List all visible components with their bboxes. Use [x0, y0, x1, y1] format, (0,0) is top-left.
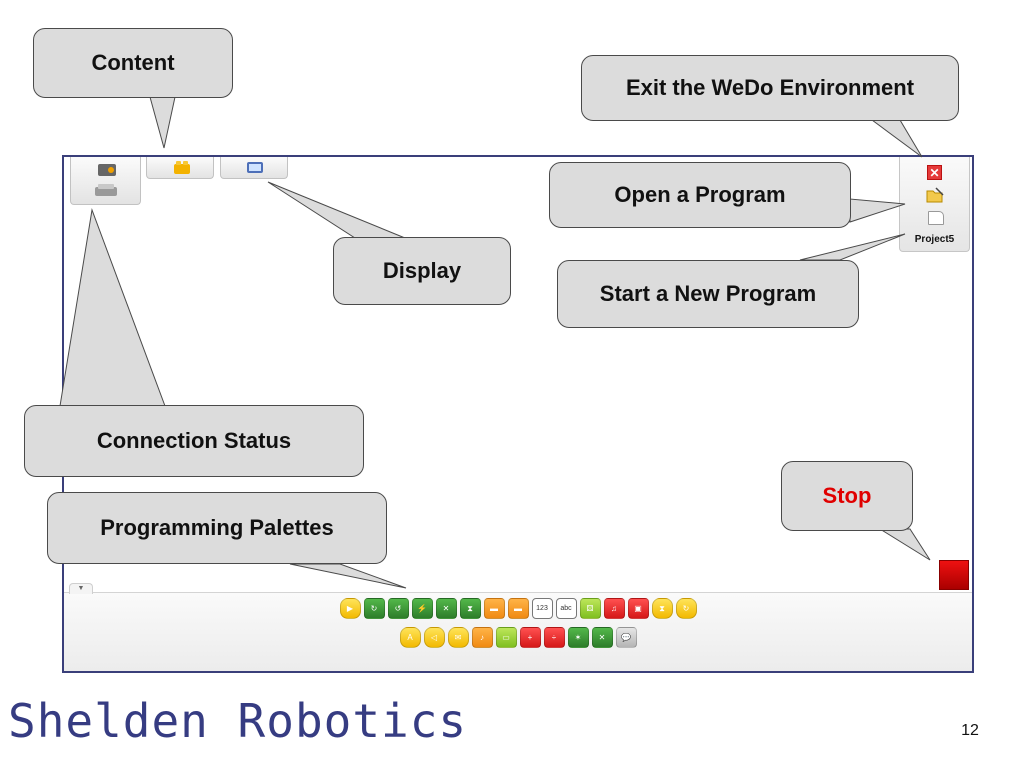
light-off-icon[interactable]: ✕ [591, 627, 613, 648]
motion-sensor-icon[interactable]: ▬ [507, 598, 529, 619]
exit-callout: Exit the WeDo Environment [581, 55, 959, 121]
motor-off-icon[interactable]: ✕ [435, 598, 457, 619]
start-play-icon[interactable]: ▶ [339, 598, 361, 619]
palette-row-2: A◁✉♪▭+÷✶✕💬 [64, 627, 972, 648]
text-input-icon[interactable]: abc [555, 598, 577, 619]
sound-sensor-icon[interactable]: ♪ [471, 627, 493, 648]
start-on-key-icon[interactable]: A [399, 627, 421, 648]
content-callout-tail [149, 96, 176, 149]
content-tab[interactable] [146, 157, 214, 179]
lego-brick-icon [174, 161, 190, 174]
palettes-callout: Programming Palettes [47, 492, 387, 564]
connection-callout: Connection Status [24, 405, 364, 477]
project-name: Project5 [914, 234, 955, 245]
open-folder-icon[interactable] [926, 187, 944, 203]
brand-logo: Shelden Robotics [8, 694, 468, 748]
play-sound-icon[interactable]: ♫ [603, 598, 625, 619]
motor-that-way-icon[interactable]: ↺ [387, 598, 409, 619]
random-icon[interactable]: ⚄ [579, 598, 601, 619]
motor-on-for-icon[interactable]: ⧗ [459, 598, 481, 619]
motor-this-way-icon[interactable]: ↻ [363, 598, 385, 619]
stop-button[interactable] [939, 560, 969, 590]
display-add-icon[interactable]: + [519, 627, 541, 648]
project-panel: ✕ Project5 [899, 157, 970, 252]
display-subtract-icon[interactable]: ÷ [543, 627, 565, 648]
connection-hub-icon [95, 164, 117, 196]
open-callout: Open a Program [549, 162, 851, 228]
start-on-sensor-icon[interactable]: ◁ [423, 627, 445, 648]
send-message-icon[interactable]: 💬 [615, 627, 637, 648]
tilt-sensor-icon[interactable]: ▬ [483, 598, 505, 619]
new-program-callout: Start a New Program [557, 260, 859, 328]
display-icon[interactable]: ▭ [495, 627, 517, 648]
exit-callout-tail [870, 119, 923, 158]
display-background-icon[interactable]: ▣ [627, 598, 649, 619]
display-tab[interactable] [220, 157, 288, 179]
exit-button[interactable]: ✕ [927, 165, 942, 180]
wait-for-icon[interactable]: ⧗ [651, 598, 673, 619]
content-callout: Content [33, 28, 233, 98]
display-screen-icon [247, 162, 263, 173]
palette-collapse-tab[interactable]: ▼ [69, 583, 93, 594]
motor-power-icon[interactable]: ⚡ [411, 598, 433, 619]
stop-callout: Stop [781, 461, 913, 531]
number-input-icon[interactable]: 123 [531, 598, 553, 619]
connection-status-tab[interactable] [70, 157, 141, 205]
light-icon[interactable]: ✶ [567, 627, 589, 648]
new-program-button[interactable] [928, 211, 944, 225]
repeat-loop-icon[interactable]: ↻ [675, 598, 697, 619]
start-on-message-icon[interactable]: ✉ [447, 627, 469, 648]
page-number: 12 [961, 722, 979, 739]
display-callout: Display [333, 237, 511, 305]
